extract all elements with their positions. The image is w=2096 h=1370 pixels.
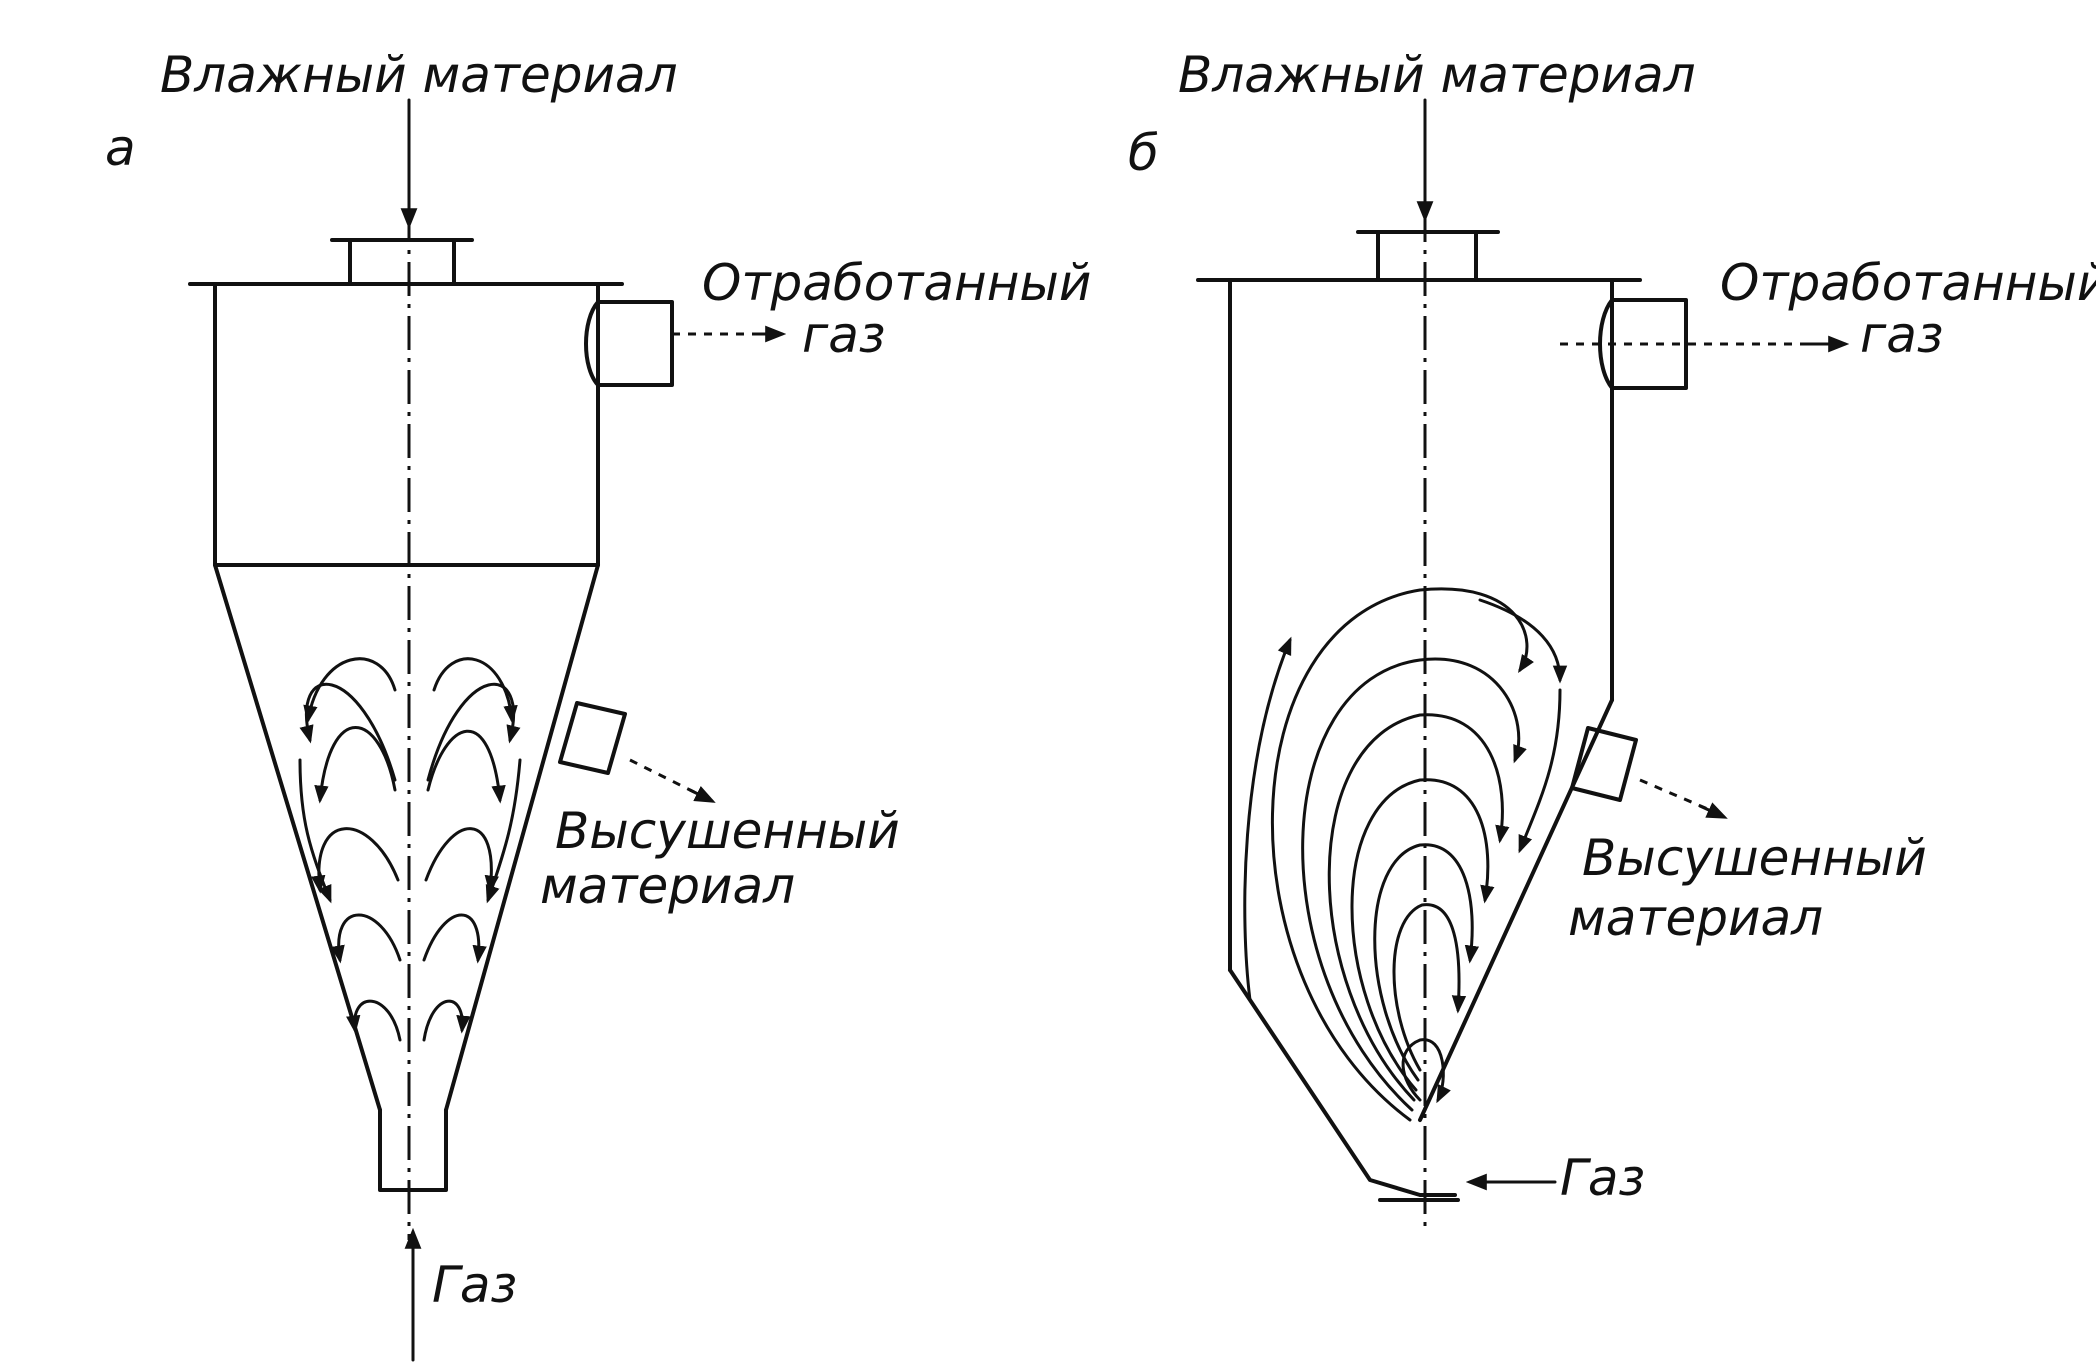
panel-a-gas-label: Газ <box>432 1256 517 1314</box>
panel-a-flow-loops <box>298 657 522 1042</box>
panel-b-exhaust-label-line2: газ <box>1860 306 1944 364</box>
panel-b-wet-material-label: Влажный материал <box>1178 46 1696 104</box>
panel-b: Влажный материал б Отработанный газ Высу… <box>1128 46 2096 1230</box>
panel-a-exhaust-label-line2: газ <box>802 306 886 364</box>
panel-a-wet-material-label: Влажный материал <box>160 46 678 104</box>
panel-b-dried-arrow <box>1698 802 1728 819</box>
panel-a-dried-arrow <box>688 785 716 803</box>
panel-b-letter: б <box>1128 124 1159 182</box>
panel-a-dried-label-line2: материал <box>540 857 795 915</box>
panel-b-vessel <box>1196 230 1688 1202</box>
panel-a-dried-label-line1: Высушенный <box>555 802 900 860</box>
panel-a-vessel <box>188 238 674 1192</box>
panel-a-dried-arrow-line <box>629 758 701 797</box>
panel-b-dried-label-line2: материал <box>1568 889 1823 947</box>
panel-b-flow-arcs <box>1243 587 1568 1122</box>
panel-b-dried-arrow-line <box>1639 778 1711 812</box>
panel-b-dried-label-line1: Высушенный <box>1582 829 1927 887</box>
panel-a-letter: а <box>105 119 136 177</box>
panel-a: Влажный материал а Отработанный газ Высу… <box>105 46 1091 1362</box>
panel-b-exhaust-label-line1: Отработанный <box>1720 254 2096 312</box>
panel-a-exhaust-label-line1: Отработанный <box>702 254 1091 312</box>
panel-b-gas-label: Газ <box>1560 1149 1645 1207</box>
